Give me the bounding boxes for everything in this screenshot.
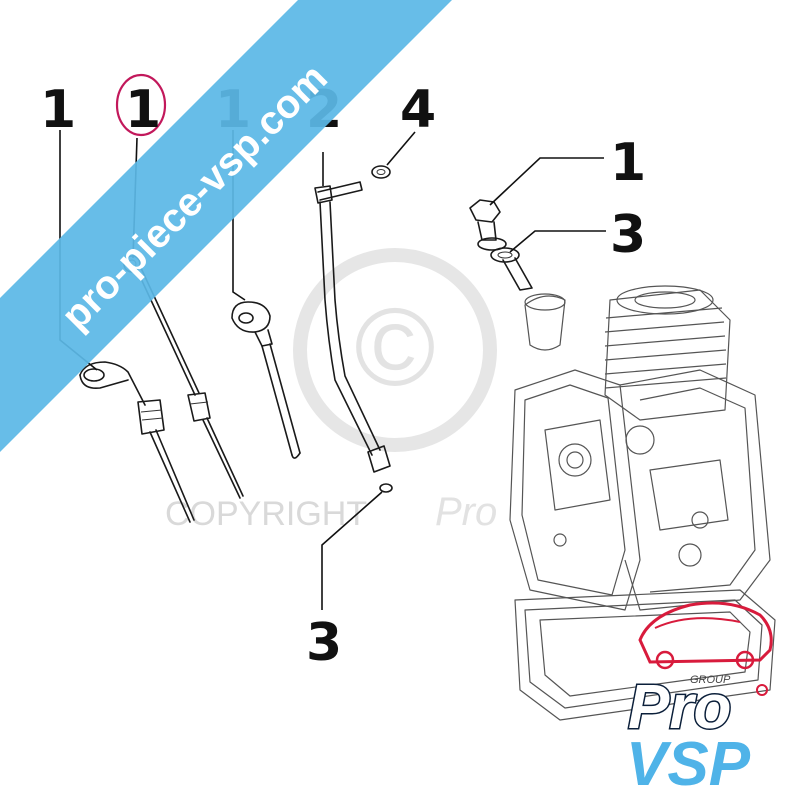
dipstick-tube [314, 181, 393, 493]
callout-1-right: 1 [610, 133, 646, 193]
copyright-brand: Pro [435, 490, 497, 534]
callout-1-highlighted: 1 [125, 80, 161, 140]
brand-logo: GROUP Pro VSP [626, 601, 773, 799]
car-outline-icon [638, 601, 773, 664]
logo-pro: Pro [628, 673, 731, 742]
callout-4: 4 [400, 80, 436, 140]
washer-part [371, 165, 391, 179]
plug-bolt-assembly [469, 199, 533, 291]
logo-tagline: GROUP [690, 674, 731, 686]
copyright-symbol: © [354, 286, 435, 409]
callout-1-left: 1 [40, 80, 76, 140]
dipstick-part-a [79, 361, 195, 523]
callout-3-bottom: 3 [306, 613, 342, 673]
highlight-circle [115, 73, 167, 137]
engine-block-illustration [509, 285, 776, 721]
copyright-watermark: © COPYRIGHT Pro [165, 248, 497, 534]
logo-vsp: VSP [626, 730, 751, 799]
dipstick-part-c [231, 301, 301, 459]
copyright-text: COPYRIGHT [165, 495, 367, 533]
watermark-banner-text: pro-piece-vsp.com [53, 56, 336, 339]
callout-3-right: 3 [610, 205, 646, 265]
